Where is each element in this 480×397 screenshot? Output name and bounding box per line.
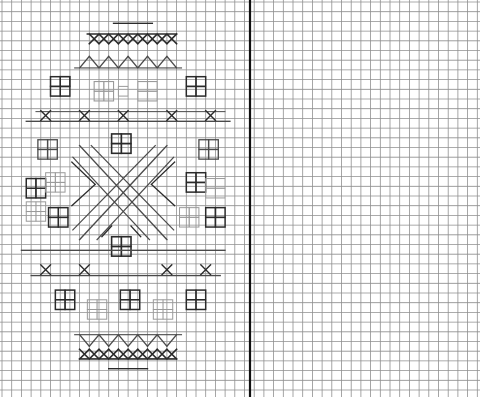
side-quad-dark [186,182,196,192]
side-cluster [199,140,209,150]
top-zigzag [167,56,177,68]
bottom-zigzag [89,335,99,347]
bottom-zigzag [128,335,138,347]
right-canvas-hitbox[interactable] [251,0,480,397]
quad-motif-light [148,91,158,101]
side-quad-light [180,208,190,218]
side-quad-dark [206,208,216,218]
side-chevron [72,184,95,205]
lower-quad-light [87,300,97,310]
quad-motif-dark [186,86,196,96]
lower-quad-dark [130,290,140,300]
right-half-drawing-area[interactable] [251,0,480,397]
lower-quad-light [153,300,163,310]
top-zigzag [138,56,148,68]
center-bottom-square [112,246,122,256]
side-quad-dark [196,173,206,183]
quad-motif-light [138,91,148,101]
quad-motif-dark [60,86,70,96]
side-quad-light [206,188,216,198]
top-zigzag [109,56,119,68]
side-quad-light [189,208,199,218]
bottom-zigzag [118,335,128,347]
lower-quad-dark [196,290,206,300]
side-cluster [48,149,58,159]
lower-quad-dark [130,300,140,310]
side-cluster [209,140,219,150]
side-quad-light [180,217,190,227]
side-quad-light [215,179,225,189]
lower-quad-light [87,309,97,319]
side-quad-dark [49,217,59,227]
center-top-square [112,144,122,154]
side-quad-light [215,188,225,198]
bottom-zigzag [109,335,119,347]
bottom-zigzag [167,335,177,347]
lower-quad-light [163,300,173,310]
side-quad-dark [215,208,225,218]
bottom-zigzag [99,335,109,347]
bottom-zigzag [148,335,158,347]
top-zigzag [99,56,109,68]
side-cluster [38,140,48,150]
side-quad-dark [58,208,68,218]
quad-motif-dark [186,77,196,87]
top-zigzag [128,56,138,68]
quad-motif-dark [196,77,206,87]
center-bottom-square [121,246,131,256]
quad-motif-dark [60,77,70,87]
quad-motif-dark [51,86,61,96]
side-quad-dark [49,208,59,218]
center-top-square [121,134,131,144]
lower-quad-dark [196,300,206,310]
center-bottom-square [121,237,131,247]
side-chevron [151,162,174,184]
side-quad-dark [186,173,196,183]
side-chevron [72,162,95,184]
small-square-light [118,86,128,96]
lower-quad-light [163,309,173,319]
top-zigzag [148,56,158,68]
side-cluster [48,140,58,150]
top-zigzag [80,56,90,68]
center-x-line [91,146,173,230]
quad-motif-light [138,82,148,92]
side-quad-dark [215,217,225,227]
center-bottom-square [112,237,122,247]
side-cluster [199,149,209,159]
side-quad-dark [58,217,68,227]
lower-quad-light [97,300,107,310]
quad-motif-light [148,82,158,92]
quad-top [60,77,70,87]
quad-motif-dark [51,77,61,87]
side-quad-dark [196,182,206,192]
side-quad-light [206,179,216,189]
side-quad-dark [206,217,216,227]
center-top-square [121,144,131,154]
bottom-zigzag [157,335,167,347]
quad-motif-dark [196,86,206,96]
center-x-line [73,146,155,230]
top-zigzag [118,56,128,68]
lower-quad-dark [186,290,196,300]
top-zigzag [89,56,99,68]
lower-quad-dark [186,300,196,310]
side-cluster [209,149,219,159]
lower-quad-light [97,309,107,319]
bottom-zigzag [138,335,148,347]
top-zigzag [157,56,167,68]
side-chevron [151,184,174,205]
lower-quad-dark [120,300,130,310]
lower-quad-dark [120,290,130,300]
lower-quad-light [153,309,163,319]
center-top-square [112,134,122,144]
side-cluster [38,149,48,159]
bottom-zigzag [80,335,90,347]
side-quad-light [189,217,199,227]
